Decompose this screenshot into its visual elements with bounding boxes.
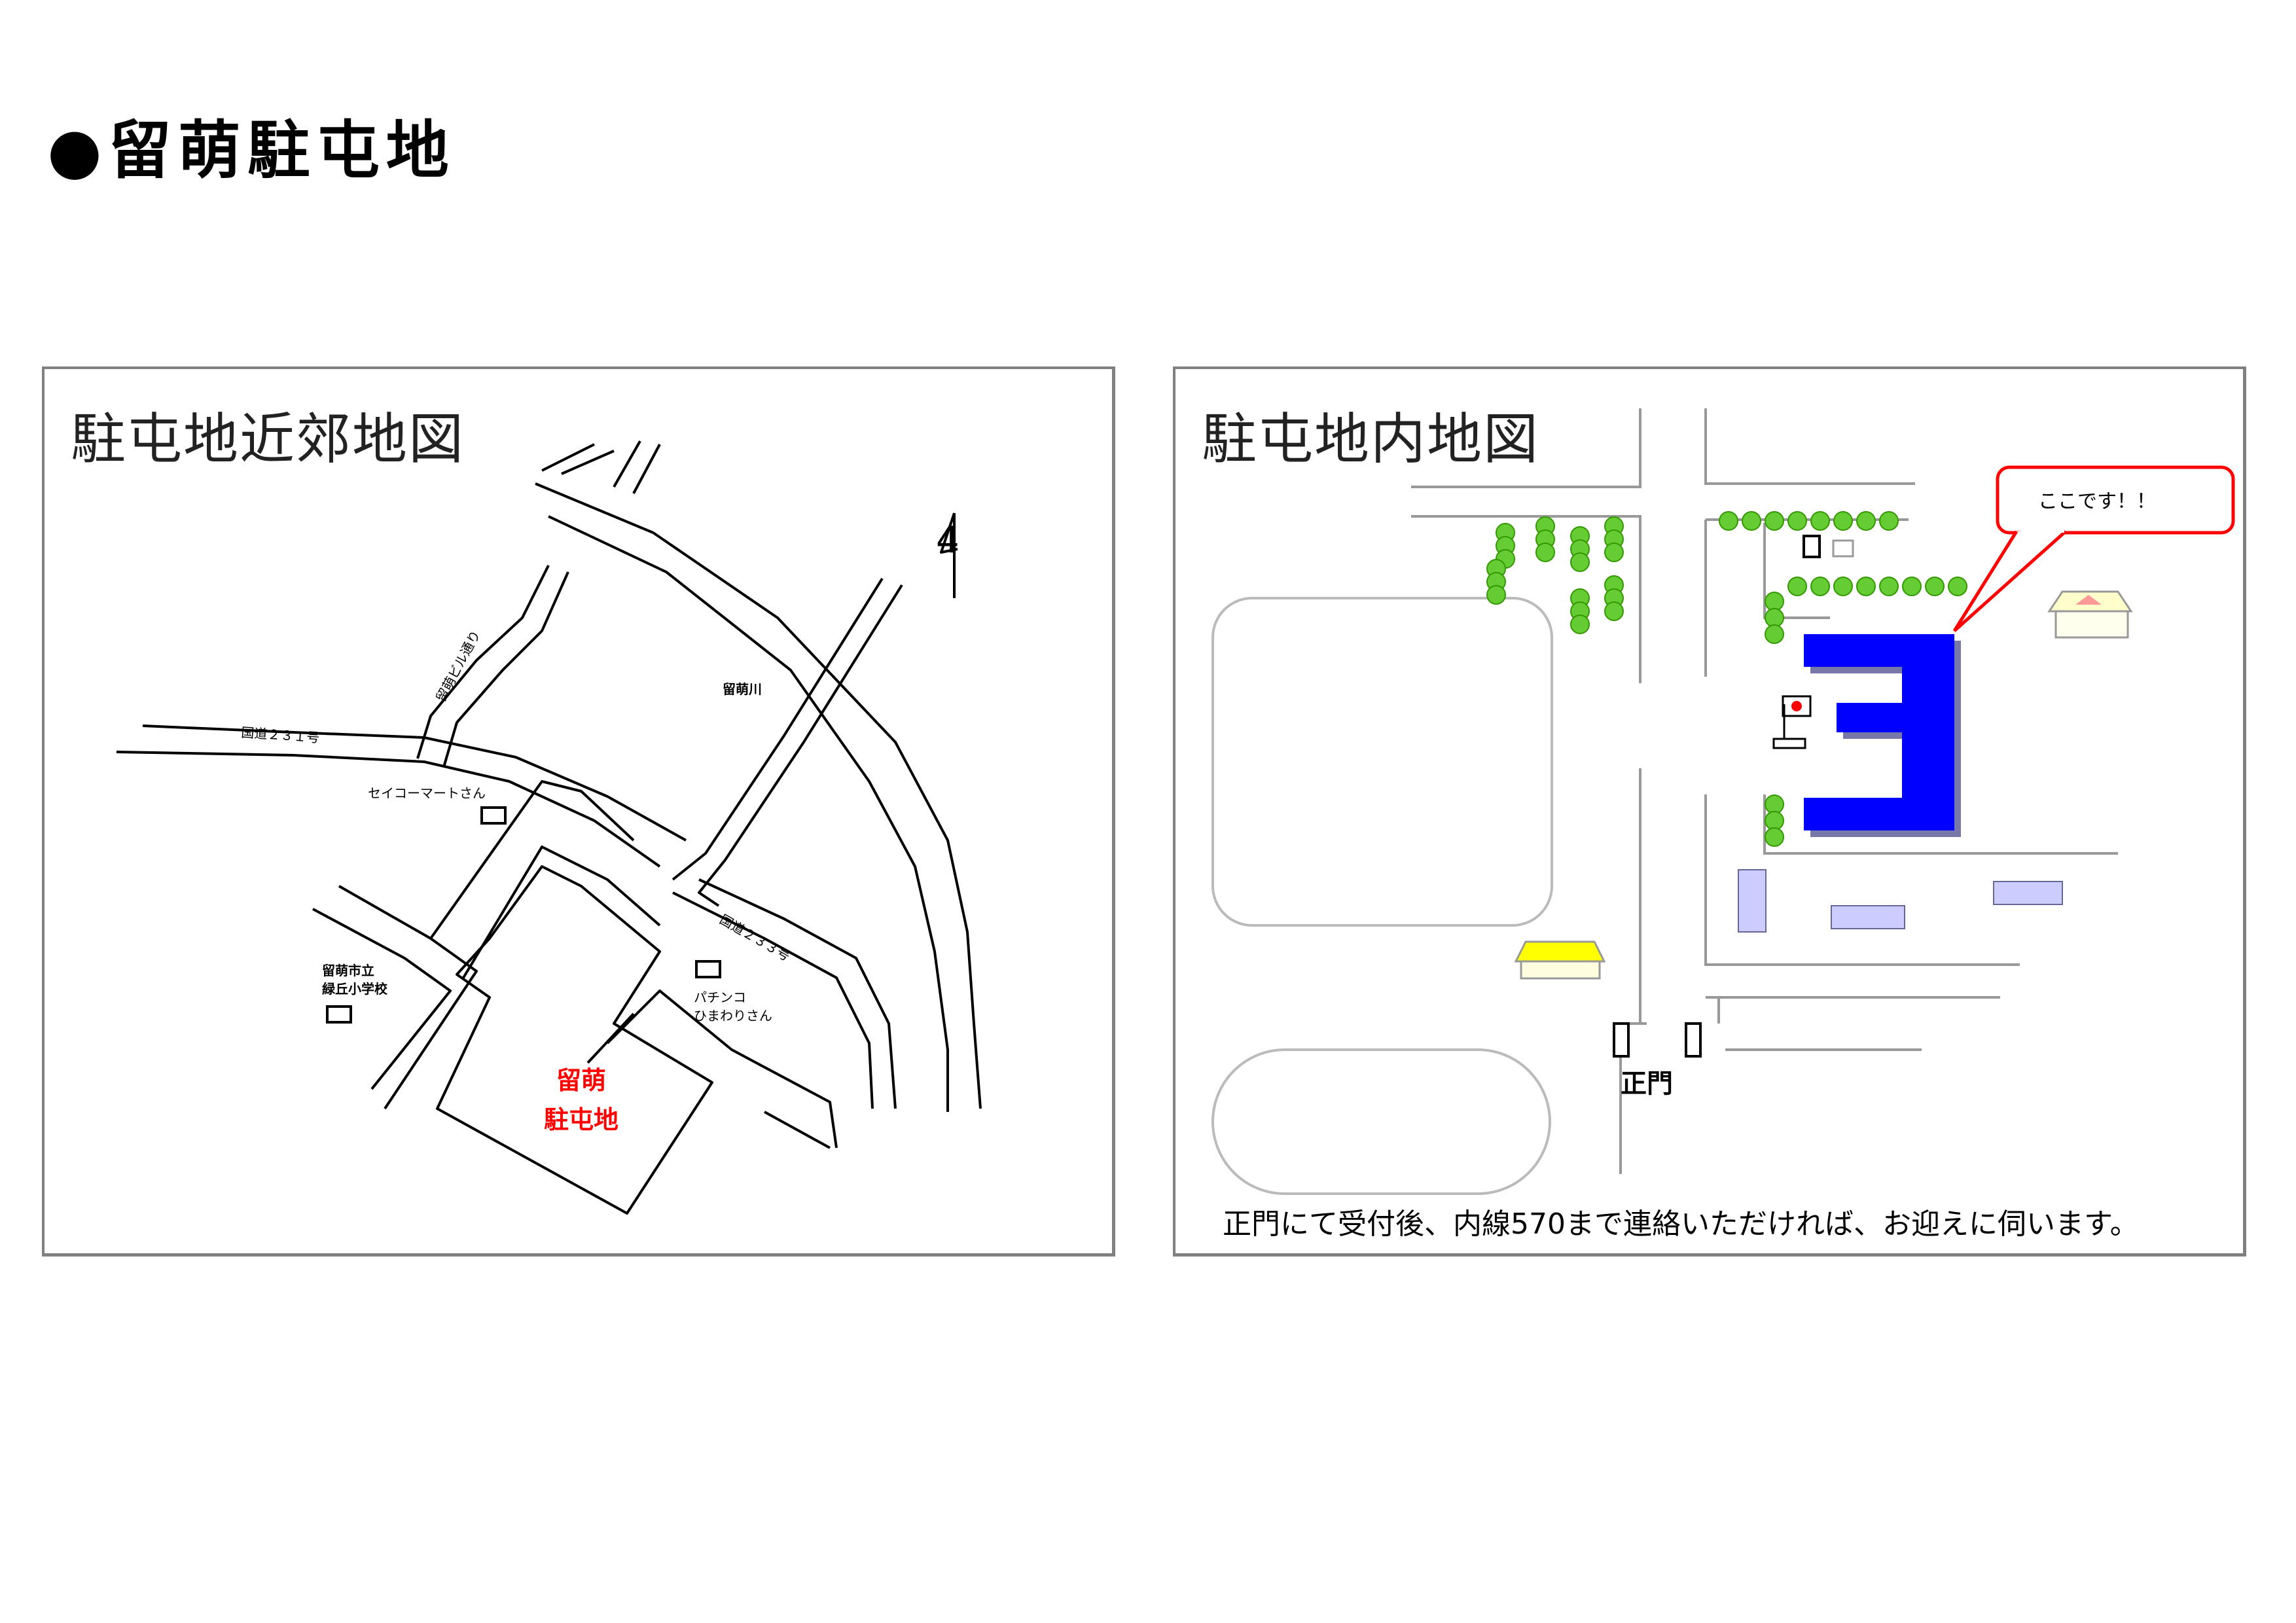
river-label: 留萌川 [723,681,762,697]
route-231-road [142,724,687,842]
yellow-building [1514,940,1606,980]
seicomart-label: セイコーマートさん [368,785,486,801]
north-arrow [940,512,958,598]
pachinko-label-1: パチンコ [694,990,746,1005]
other-buildings [1738,869,2063,933]
route-233-label: 国道２３３号 [717,912,793,965]
diagonal-road [698,584,903,907]
camp-label-1: 留萌 [556,1066,606,1095]
page-title: ●留萌駐屯地 [47,114,456,187]
athletic-field [1211,1048,1551,1195]
parade-ground [1211,597,1553,927]
north-symbol: 4 [936,519,960,562]
pachinko-label-2: ひまわりさん [694,1008,772,1024]
callout-bubble [1952,465,2235,632]
booth-icon [1803,535,1821,558]
shimizu-street-road [416,565,550,759]
tree-cluster-left [1486,516,1624,634]
area-map-panel: 駐屯地近郊地図 [42,366,1115,1257]
booth-icon-2 [1832,539,1854,558]
route-231-label: 国道２３１号 [241,724,320,745]
premises-map-title: 駐屯地内地図 [1202,407,1540,471]
rumoi-river [541,443,595,472]
route-233-road [698,878,897,1109]
premises-map-drawing: ここです！！ 正門 [1211,408,2235,1195]
main-gate-pillars [1613,1022,1702,1058]
school-label-1: 留萌市立 [322,963,374,978]
target-building [1804,634,1961,837]
pachinko-marker [695,960,721,978]
callout-text: ここです！！ [2038,490,2156,513]
main-gate-label: 正門 [1621,1069,1673,1099]
camp-label-2: 駐屯地 [544,1105,619,1134]
seicomart-marker [480,806,507,825]
shimizu-street-label: 留萌ビル通り [433,628,484,704]
camp-boundary [436,865,713,1215]
tree-row-top [1719,511,1967,847]
school-label-2: 緑丘小学校 [322,981,388,997]
flag-icon [1772,695,1812,749]
area-map-drawing: 4 国道２３１号 留萌ビル通り 留萌川 セイコーマートさん 留萌市立 緑丘小学校… [116,440,982,1215]
clinic-icon [2047,590,2133,639]
reception-note: 正門にて受付後、内線570まで連絡いただければ、お迎えに伺います。 [1223,1207,2139,1241]
school-marker [326,1005,352,1024]
premises-map-panel: 駐屯地内地図 [1173,366,2246,1257]
area-map-title: 駐屯地近郊地図 [71,407,465,471]
